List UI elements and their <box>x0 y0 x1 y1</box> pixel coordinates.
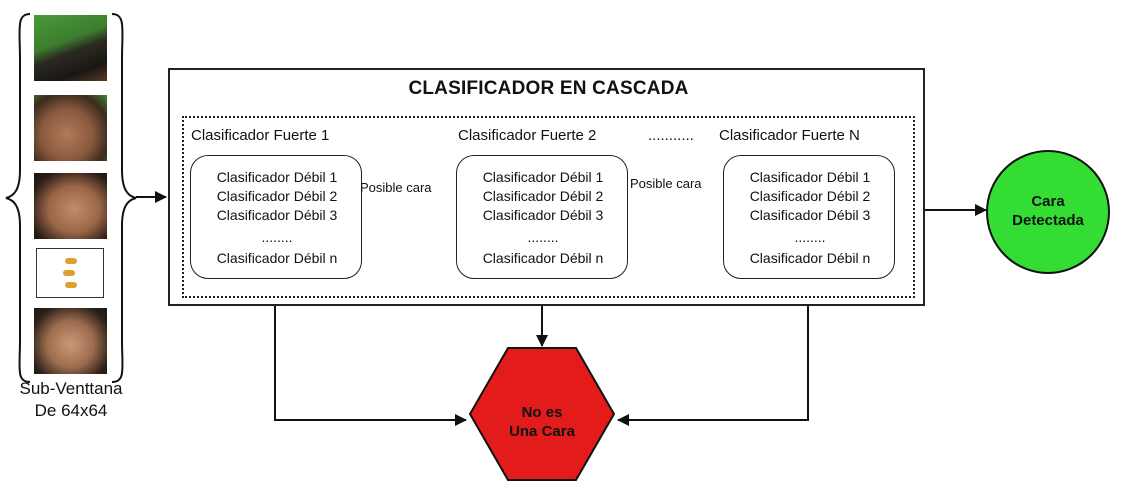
weak-classifiers-box-n: Clasificador Débil 1 Clasificador Débil … <box>723 155 895 279</box>
between-dots: ........... <box>648 127 694 144</box>
cara-detectada-label: Cara Detectada <box>988 192 1108 230</box>
weak-classifier-ellipsis: ........ <box>794 229 826 245</box>
weak-classifier-1: Clasificador Débil 1 <box>216 169 338 185</box>
weak-classifier-3: Clasificador Débil 3 <box>216 207 338 223</box>
weak-classifier-3: Clasificador Débil 3 <box>482 207 604 223</box>
sub-ventana-caption: Sub-Venttana De 64x64 <box>6 378 136 422</box>
strong-classifier-label-n: Clasificador Fuerte N <box>719 127 860 144</box>
strong-classifier-label-1: Clasificador Fuerte 1 <box>191 127 330 144</box>
weak-classifier-3: Clasificador Débil 3 <box>749 207 871 223</box>
weak-classifier-1: Clasificador Débil 1 <box>482 169 604 185</box>
weak-classifier-2: Clasificador Débil 2 <box>216 188 338 204</box>
weak-classifier-ellipsis: ........ <box>261 229 293 245</box>
no-es-una-cara-node <box>468 347 616 481</box>
weak-classifiers-box-1: Clasificador Débil 1 Clasificador Débil … <box>190 155 362 279</box>
face-thumbnail-1 <box>34 15 107 81</box>
face-thumbnail-4 <box>36 248 104 298</box>
cara-detectada-line-2: Detectada <box>1012 212 1084 229</box>
cara-detectada-line-1: Cara <box>1031 193 1065 210</box>
no-es-una-cara-line-1: No es <box>521 404 563 421</box>
curly-brace-right <box>111 13 137 383</box>
edge-label-posible-cara-1: Posible cara <box>360 180 432 195</box>
cara-detectada-node <box>986 150 1110 274</box>
reject-path-1 <box>274 278 467 426</box>
weak-classifier-2: Clasificador Débil 2 <box>482 188 604 204</box>
face-thumbnail-5 <box>34 308 107 374</box>
weak-classifier-1: Clasificador Débil 1 <box>749 169 871 185</box>
caption-line-2: De 64x64 <box>34 401 108 420</box>
face-thumbnail-3 <box>34 173 107 239</box>
weak-classifier-n: Clasificador Débil n <box>216 250 338 266</box>
diagram-title: CLASIFICADOR EN CASCADA <box>408 78 689 99</box>
weak-classifier-n: Clasificador Débil n <box>749 250 871 266</box>
weak-classifiers-box-2: Clasificador Débil 1 Clasificador Débil … <box>456 155 628 279</box>
no-es-una-cara-line-2: Una Cara <box>509 423 575 440</box>
weak-classifier-ellipsis: ........ <box>527 229 559 245</box>
curly-brace-left <box>5 13 31 383</box>
weak-classifier-2: Clasificador Débil 2 <box>749 188 871 204</box>
reject-path-n <box>617 278 809 426</box>
strong-classifiers-group <box>182 116 915 298</box>
face-thumbnail-2 <box>34 95 107 161</box>
strong-classifier-label-2: Clasificador Fuerte 2 <box>458 127 597 144</box>
edge-label-posible-cara-2: Posible cara <box>630 176 702 191</box>
caption-line-1: Sub-Venttana <box>19 379 123 398</box>
weak-classifier-n: Clasificador Débil n <box>482 250 604 266</box>
no-es-una-cara-label: No es Una Cara <box>482 403 602 441</box>
